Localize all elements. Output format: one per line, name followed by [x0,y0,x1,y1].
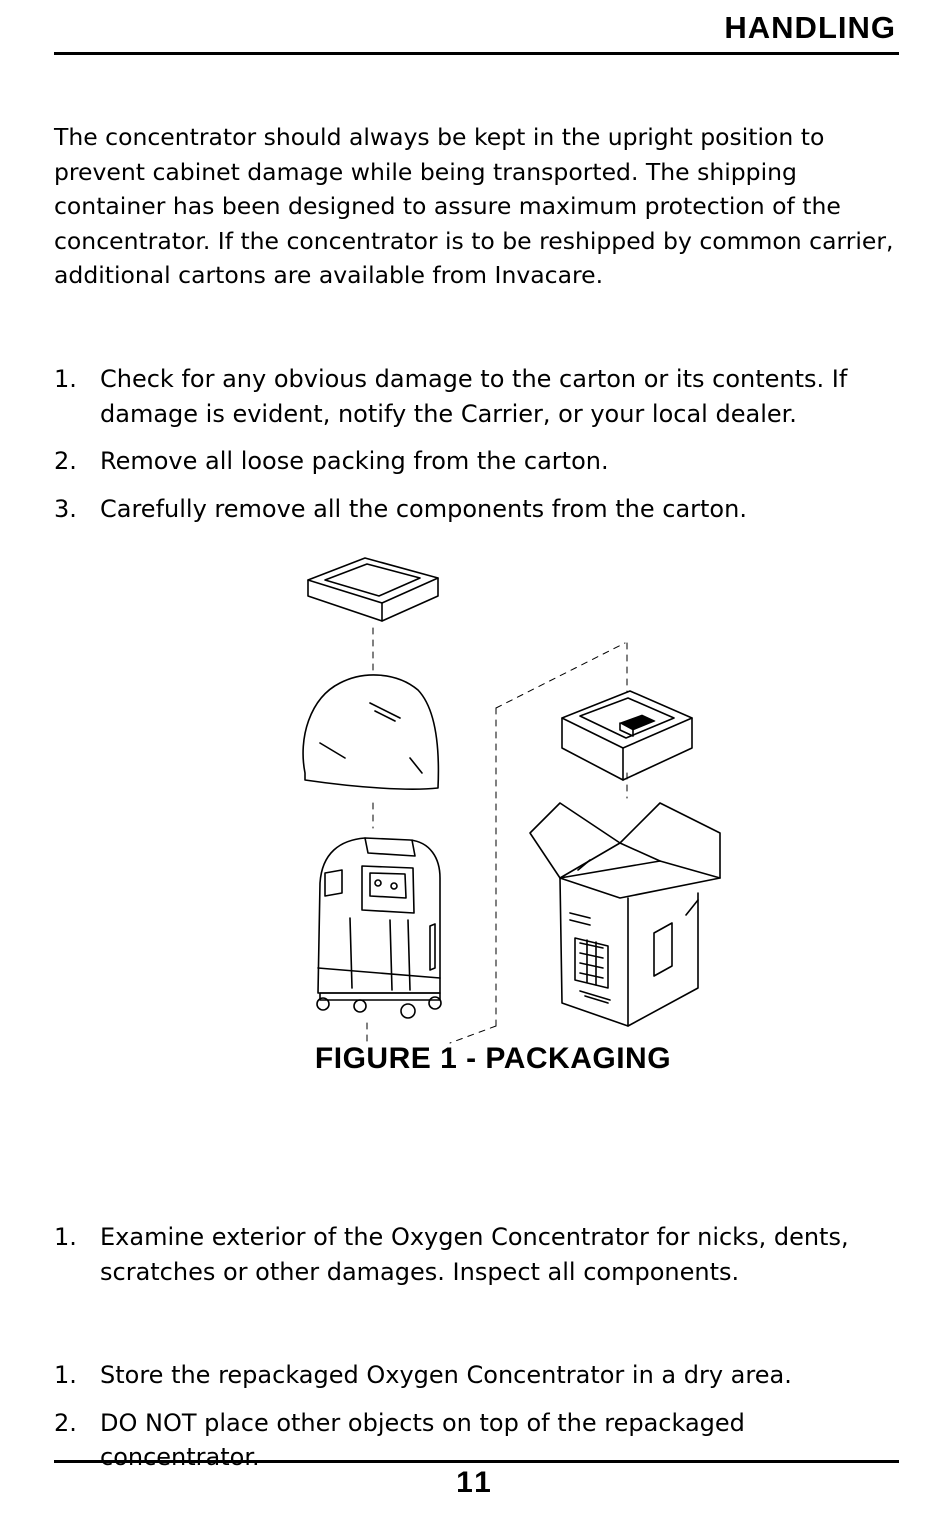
list-text: Carefully remove all the components from… [100,494,747,523]
list-item: 2. Remove all loose packing from the car… [54,444,899,479]
list-text: Store the repackaged Oxygen Concentrator… [100,1361,792,1389]
list-item: 3. Carefully remove all the components f… [54,492,899,527]
section-title: HANDLING [724,10,896,45]
list-text: Check for any obvious damage to the cart… [100,365,848,428]
packaging-illustration [290,548,730,1048]
foam-insert-drawing [561,690,693,781]
list-item: 1. Examine exterior of the Oxygen Concen… [54,1220,899,1289]
header-rule [54,52,899,55]
list-number: 1. [54,1223,77,1251]
inspection-steps: 1. Examine exterior of the Oxygen Concen… [54,1220,899,1302]
list-item: 1. Check for any obvious damage to the c… [54,362,899,431]
list-number: 1. [54,365,77,393]
list-number: 2. [54,447,77,475]
unpacking-steps: 1. Check for any obvious damage to the c… [54,362,899,539]
list-text: Remove all loose packing from the carton… [100,447,609,475]
list-item: 1. Store the repackaged Oxygen Concentra… [54,1358,899,1393]
storage-steps: 1. Store the repackaged Oxygen Concentra… [54,1358,899,1488]
list-item: 2. DO NOT place other objects on top of … [54,1406,899,1475]
list-number: 2. [54,1408,77,1437]
footer-rule [54,1460,899,1463]
list-text: Examine exterior of the Oxygen Concentra… [100,1223,849,1286]
shipping-carton-drawing [529,802,721,1027]
plastic-bag-drawing [302,674,440,790]
intro-paragraph: The concentrator should always be kept i… [54,123,894,289]
list-text: DO NOT place other objects on top of the… [100,1408,745,1472]
concentrator-drawing [316,837,442,1019]
list-number: 1. [54,1361,77,1389]
page-number: 11 [456,1466,494,1499]
top-tray-drawing [307,557,439,622]
list-number: 3. [54,494,77,523]
figure-caption: FIGURE 1 - PACKAGING [314,1042,672,1075]
